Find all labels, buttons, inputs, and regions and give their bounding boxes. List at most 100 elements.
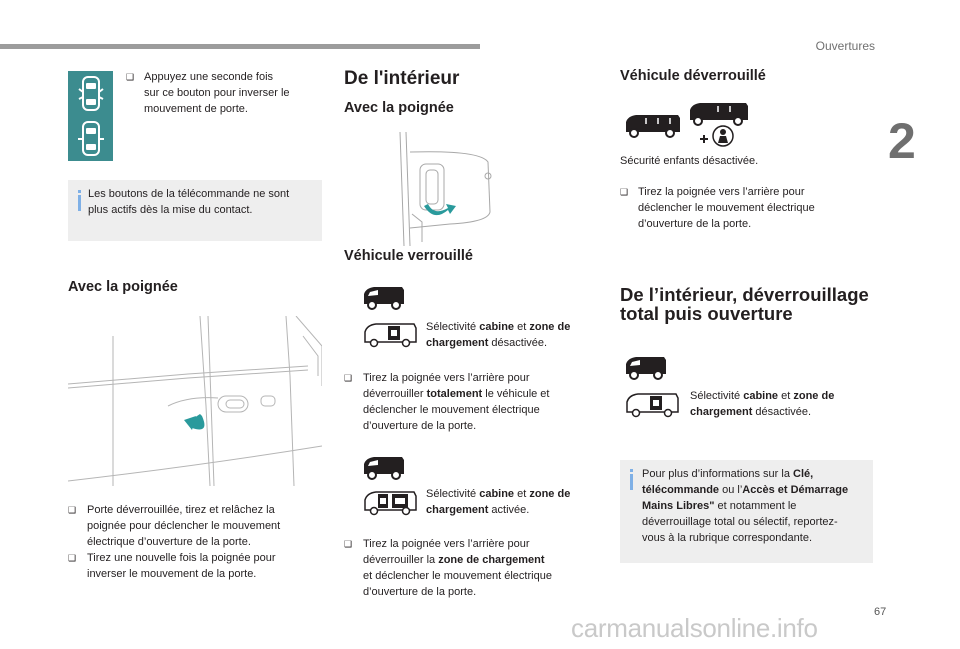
text-line: et déclencher le mouvement électrique [363,570,552,582]
text-line: d’ouverture de la porte. [363,420,477,432]
bullet-text: Porte déverrouillée, tirez et relâchez l… [87,502,280,550]
text-line: De l’intérieur, déverrouillage [620,284,869,305]
text-line: électrique d’ouverture de la porte. [87,536,251,548]
text-span: zone de [793,390,835,402]
heading-handle: Avec la poignée [68,279,178,295]
note-text: Les boutons de la télécommande ne sont p… [88,186,289,218]
van-side-icon [626,357,666,380]
bullet-text: Tirez la poignée vers l’arrière pour dév… [363,536,552,600]
remote-paragraph: Appuyez une seconde fois sur ce bouton p… [144,69,290,117]
text-span: et notamment le [714,500,797,512]
text-line: total puis ouverture [620,303,793,324]
text-span: zone de chargement [438,554,545,566]
text-span: désactivée. [752,406,812,418]
text-line: Tirez une nouvelle fois la poignée pour [87,552,276,564]
text-line: mouvement de porte. [144,103,248,115]
lock-panel-icon [364,323,417,348]
text-span: Mains Libres" [642,500,715,512]
page-number: 67 [874,606,887,618]
text-line: déverrouillage total ou sélectif, report… [642,516,838,528]
text-span: Sélectivité [426,488,480,500]
remote-unlock-button [68,116,113,161]
text-span: et [514,321,530,333]
text-span: cabine [479,321,515,333]
text-span: et [778,390,794,402]
text-line: vous à la rubrique correspondante. [642,532,812,544]
text-span: zone de [529,321,571,333]
heading-total-unlock: De l’intérieur, déverrouillage total pui… [620,285,869,323]
text-span: cabine [479,488,515,500]
text-span: déverrouiller la [363,554,439,566]
bullet-text: Tirez la poignée vers l’arrière pour dév… [363,370,549,434]
door-exterior-illustration [68,316,322,486]
text-span: désactivée. [488,337,548,349]
text-span: et [514,488,530,500]
chapter-number: 2 [888,113,916,169]
text-span: Clé, [793,468,814,480]
text-line: déclencher le mouvement électrique [363,404,540,416]
selectivity-text: Sélectivité cabine et zone de chargement… [690,388,834,420]
text-span: totalement [426,388,483,400]
door-handle-arrow-icon [424,204,456,216]
note-box [620,460,873,563]
text-line: d’ouverture de la porte. [363,586,477,598]
text-span: activée. [488,504,530,516]
text-span: Accès et Démarrage [742,484,849,496]
text-line: Tirez la poignée vers l’arrière pour [363,538,530,550]
text-line: déclencher le mouvement électrique [638,202,815,214]
info-icon [630,469,633,490]
text-span: cabine [743,390,779,402]
van-side-icon [364,457,404,480]
text-span: télécommande [642,484,720,496]
bullet-text: Tirez la poignée vers l’arrière pour déc… [638,184,815,232]
selectivity-text: Sélectivité cabine et zone de chargement… [426,319,570,351]
text-span: Sélectivité [426,321,480,333]
text-line: Porte déverrouillée, tirez et relâchez l… [87,504,275,516]
van-side-icon [626,115,680,138]
text-span: chargement [426,504,489,516]
text-line: Les boutons de la télécommande ne sont [88,188,290,200]
text-line: sur ce bouton pour inverser le [144,87,290,99]
text-line: poignée pour déclencher le mouvement [87,520,281,532]
bullet-marker: ❑ [620,187,629,197]
child-safety-icon [700,125,734,147]
section-title: Ouvertures [815,39,875,53]
selectivity-text: Sélectivité cabine et zone de chargement… [426,486,570,518]
bullet-marker: ❑ [344,539,353,549]
info-icon [78,190,81,211]
van-side-icon [364,287,404,310]
text-span: zone de [529,488,571,500]
top-rule [0,44,480,49]
text-span: le véhicule et [482,388,550,400]
bullet-text: Tirez une nouvelle fois la poignée pour … [87,550,276,582]
text-line: d’ouverture de la porte. [638,218,752,230]
lock-panel-icon [364,491,417,516]
text-span: chargement [426,337,489,349]
text-span: Pour plus d’informations sur la [642,468,794,480]
text-span: Sélectivité [690,390,744,402]
text-line: inverser le mouvement de la porte. [87,568,257,580]
note-text: Pour plus d’informations sur la Clé, tél… [642,466,848,546]
text-line: Tirez la poignée vers l’arrière pour [363,372,530,384]
door-interior-illustration [399,132,492,246]
bullet-marker: ❑ [68,553,77,563]
heading-unlocked: Véhicule déverrouillé [620,68,766,84]
text-span: chargement [690,406,753,418]
text-line: Tirez la poignée vers l’arrière pour [638,186,805,198]
heading-handle-interior: Avec la poignée [344,100,454,116]
van-side-icon [690,103,748,126]
text-line: plus actifs dès la mise du contact. [88,204,253,216]
bullet-marker: ❑ [68,505,77,515]
van-lock-icon [77,75,104,111]
bullet-marker: ❑ [344,373,353,383]
child-safety-text: Sécurité enfants désactivée. [620,155,759,167]
heading-locked: Véhicule verrouillé [344,248,473,264]
lock-panel-icon [626,393,679,418]
text-span: déverrouiller [363,388,427,400]
remote-lock-button [68,71,113,116]
watermark: carmanualsonline.info [571,613,818,643]
text-line: Appuyez une seconde fois [144,71,274,83]
text-span: ou l’ [719,484,743,496]
note-box [68,180,322,241]
van-unlock-icon [77,120,104,156]
